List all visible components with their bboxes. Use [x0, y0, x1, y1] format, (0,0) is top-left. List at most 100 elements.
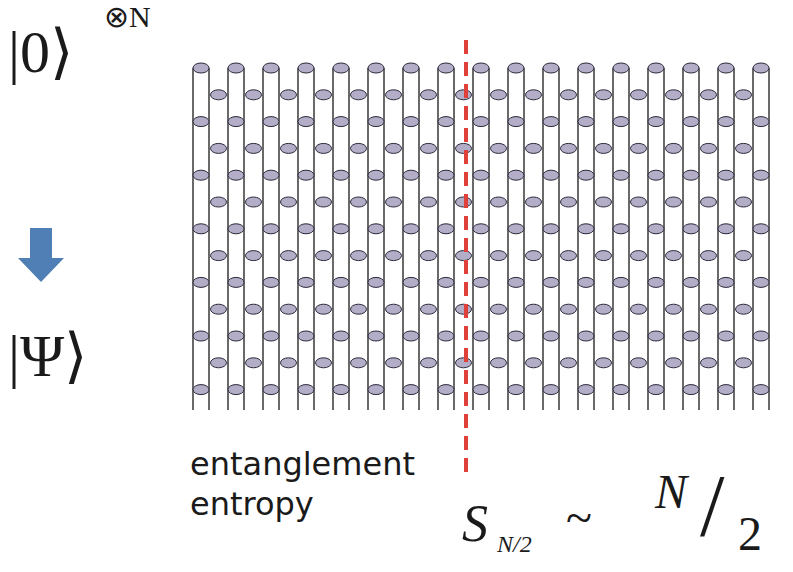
gate-ellipse — [631, 197, 647, 207]
gate-ellipse — [228, 117, 244, 127]
gate-ellipse — [368, 385, 384, 395]
gate-ellipse — [228, 63, 244, 73]
gate-ellipse — [596, 251, 612, 261]
gate-ellipse — [316, 90, 332, 100]
final-state: |Ψ⟩ — [8, 326, 87, 386]
gate-ellipse — [298, 63, 314, 73]
gate-ellipse — [648, 277, 664, 287]
gate-ellipse — [421, 90, 437, 100]
entropy-caption: entanglement entropy — [190, 444, 440, 524]
gate-ellipse — [718, 117, 734, 127]
gate-ellipse — [596, 143, 612, 153]
gate-ellipse — [351, 143, 367, 153]
gate-ellipse — [491, 143, 507, 153]
gate-ellipse — [403, 331, 419, 341]
gate-ellipse — [368, 170, 384, 180]
gate-ellipse — [508, 331, 524, 341]
gate-ellipse — [753, 224, 769, 234]
gate-ellipse — [333, 385, 349, 395]
gate-ellipse — [473, 170, 489, 180]
gate-ellipse — [613, 170, 629, 180]
gate-ellipse — [508, 224, 524, 234]
gate-ellipse — [578, 224, 594, 234]
gate-ellipse — [683, 385, 699, 395]
gate-ellipse — [526, 197, 542, 207]
gate-ellipse — [211, 143, 227, 153]
gate-ellipse — [543, 224, 559, 234]
gate-ellipse — [736, 358, 752, 368]
gate-ellipse — [263, 170, 279, 180]
gate-ellipse — [281, 197, 297, 207]
gate-ellipse — [596, 197, 612, 207]
gate-ellipse — [613, 385, 629, 395]
gate-ellipse — [228, 170, 244, 180]
gate-ellipse — [298, 331, 314, 341]
gate-ellipse — [438, 63, 454, 73]
gate-ellipse — [473, 224, 489, 234]
gate-ellipse — [421, 251, 437, 261]
gate-ellipse — [263, 331, 279, 341]
gate-ellipse — [228, 224, 244, 234]
gate-ellipse — [246, 197, 262, 207]
gate-ellipse — [578, 385, 594, 395]
gate-ellipse — [456, 143, 472, 153]
gate-ellipse — [403, 63, 419, 73]
gate-ellipse — [281, 304, 297, 314]
fraction-numerator: N — [655, 468, 687, 516]
gate-ellipse — [561, 90, 577, 100]
gate-ellipse — [736, 143, 752, 153]
gate-ellipse — [298, 117, 314, 127]
gate-ellipse — [351, 304, 367, 314]
gate-ellipse — [631, 251, 647, 261]
gate-ellipse — [193, 331, 209, 341]
gate-ellipse — [753, 117, 769, 127]
gate-ellipse — [246, 143, 262, 153]
gate-ellipse — [263, 117, 279, 127]
gate-ellipse — [701, 358, 717, 368]
gate-ellipse — [666, 251, 682, 261]
gate-ellipse — [316, 358, 332, 368]
gate-ellipse — [456, 251, 472, 261]
gate-ellipse — [666, 90, 682, 100]
gate-ellipse — [473, 277, 489, 287]
gate-ellipse — [753, 63, 769, 73]
bipartition-cut — [464, 40, 468, 472]
gate-ellipse — [508, 117, 524, 127]
gate-ellipse — [281, 251, 297, 261]
gate-ellipse — [508, 170, 524, 180]
gate-ellipse — [386, 90, 402, 100]
gate-ellipse — [736, 251, 752, 261]
gate-ellipse — [281, 143, 297, 153]
gate-ellipse — [543, 385, 559, 395]
gate-ellipse — [631, 90, 647, 100]
entropy-subscript: N/2 — [497, 532, 532, 556]
gate-ellipse — [333, 277, 349, 287]
gate-ellipse — [543, 277, 559, 287]
gate-ellipse — [316, 304, 332, 314]
gate-ellipse — [228, 385, 244, 395]
gate-ellipse — [351, 90, 367, 100]
gate-ellipse — [561, 197, 577, 207]
gate-ellipse — [246, 304, 262, 314]
gate-ellipse — [298, 170, 314, 180]
circuit-wires — [193, 68, 769, 410]
gate-ellipse — [491, 251, 507, 261]
gate-ellipse — [351, 197, 367, 207]
gate-ellipse — [753, 385, 769, 395]
gate-ellipse — [368, 224, 384, 234]
gate-ellipse — [648, 331, 664, 341]
gate-ellipse — [561, 358, 577, 368]
gate-ellipse — [491, 197, 507, 207]
gate-ellipse — [473, 385, 489, 395]
gate-ellipse — [211, 304, 227, 314]
fraction-slash: / — [700, 462, 724, 550]
gate-ellipse — [683, 224, 699, 234]
gate-ellipse — [456, 358, 472, 368]
gate-ellipse — [648, 63, 664, 73]
gate-ellipse — [648, 170, 664, 180]
gate-ellipse — [316, 251, 332, 261]
gate-ellipse — [526, 251, 542, 261]
gate-ellipse — [666, 304, 682, 314]
gate-ellipse — [351, 358, 367, 368]
gate-ellipse — [666, 358, 682, 368]
